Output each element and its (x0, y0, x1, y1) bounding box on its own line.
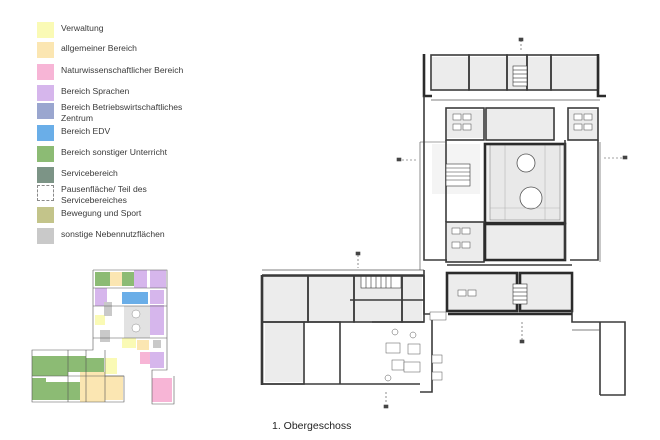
key-plan-zones (32, 270, 172, 402)
legend-swatch (37, 146, 54, 162)
legend-label: Bereich EDV (61, 126, 111, 136)
facade-lines (419, 141, 601, 270)
legend-label: Bereich sonstiger Unterricht (61, 147, 168, 157)
legend-swatch (37, 125, 54, 141)
key-plan-walls (31, 269, 175, 405)
legend-label: Servicebereich (61, 168, 118, 178)
legend-swatch (37, 207, 54, 223)
legend-swatch (37, 185, 54, 201)
lower-wing-walls (260, 269, 433, 393)
legend-label: allgemeiner Bereich (61, 43, 137, 53)
legend-label: Pausenfläche/ Teil des Servicebereiches (61, 184, 147, 205)
legend-swatch (37, 228, 54, 244)
furniture (384, 311, 447, 382)
legend-swatch (37, 103, 54, 119)
legend-swatch (37, 167, 54, 183)
legend-swatch (37, 85, 54, 101)
restrooms (451, 113, 593, 297)
legend-swatch (37, 42, 54, 58)
legend-label: Bewegung und Sport (61, 208, 142, 218)
legend-swatch (37, 64, 54, 80)
legend-label: Bereich Sprachen (61, 86, 130, 96)
legend-swatch (37, 22, 54, 38)
upper-block-walls (422, 54, 606, 313)
legend-label: Naturwissenschaftlicher Bereich (61, 65, 184, 75)
legend-label: Bereich Betriebswirtschaftliches Zentrum (61, 102, 183, 123)
stair (360, 65, 528, 305)
legend-label: sonstige Nebennutzflächen (61, 229, 165, 239)
legend-label: Verwaltung (61, 23, 104, 33)
atrium (489, 144, 561, 221)
floor-caption: 1. Obergeschoss (272, 420, 352, 432)
section-markers (355, 37, 628, 409)
right-wing-walls (448, 310, 626, 396)
